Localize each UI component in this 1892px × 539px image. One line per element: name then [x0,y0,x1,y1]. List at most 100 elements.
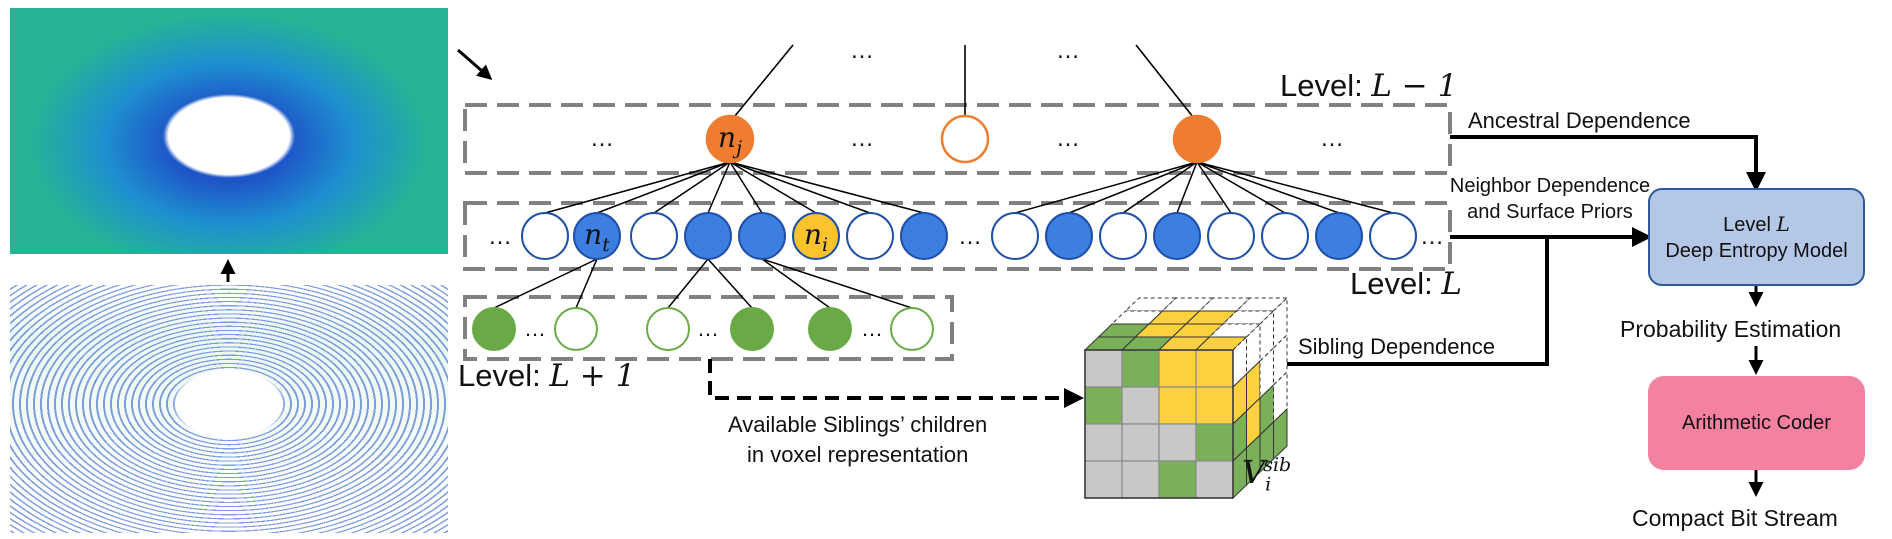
octree-node-occupied [1315,212,1363,260]
branch-line [1135,44,1198,123]
octree-node-empty [1369,212,1417,260]
tree-edge [1176,161,1198,214]
sibling-voxel-cube [1083,296,1289,500]
octree-node-current [792,212,840,260]
ellipsis: … [524,316,546,341]
tree-edge [667,258,709,309]
tree-edge [596,161,731,214]
tree-edge [493,258,598,309]
ellipsis: … [590,125,614,152]
child-node-occupied [472,307,516,351]
ellipsis: … [1320,125,1344,152]
octree-node-empty [1261,212,1309,260]
voxel-cell [1158,349,1197,388]
voxel-cube-outline [1084,349,1234,499]
ellipsis: … [1056,37,1080,64]
tree-edge [1068,161,1198,214]
tree-edge [707,161,731,214]
tree-edge [729,161,817,214]
voxel-cell [1084,423,1123,462]
voxel-cell [1084,460,1123,499]
tree-edge [729,161,763,214]
voxel-cell [1273,370,1288,424]
octree-node-empty [940,114,990,164]
branch-line [729,44,794,123]
octree-node-occupied [573,212,621,260]
voxel-cell [1121,349,1160,388]
ellipsis: … [1056,125,1080,152]
octree-node-empty [521,212,569,260]
octree-node-empty [630,212,678,260]
tree-edge [653,161,731,214]
octree-node-occupied [705,114,755,164]
voxel-cell [1158,423,1197,462]
level-lower-frame [463,295,954,361]
level-upper-label: Level: L − 1 [1280,68,1458,104]
tree-edge [1196,161,1394,214]
voxel-cell [1084,386,1123,425]
tree-edge [761,258,831,309]
tree-edge [1196,161,1286,214]
tree-edge [1196,161,1340,214]
tree-edge [1014,161,1198,214]
tree-edge [544,161,731,214]
ellipsis: … [850,37,874,64]
octree-node-empty [991,212,1039,260]
octree-node-occupied [738,212,786,260]
ellipsis: … [958,223,982,250]
voxel-symbol-label: Visib [1242,453,1292,496]
ellipsis: … [861,316,883,341]
level-current-frame [463,201,1452,271]
octree-node-empty [846,212,894,260]
octree-node-empty [1099,212,1147,260]
voxel-cell [1195,349,1234,388]
available-siblings-arrow [708,359,1084,408]
voxel-cell [1195,460,1234,499]
ancestral-dependence-arrow [1450,135,1766,192]
voxel-cell [1195,423,1234,462]
voxel-cell [1121,423,1160,462]
ellipsis: … [697,316,719,341]
octree-node-occupied [684,212,732,260]
voxel-cell [1121,386,1160,425]
level-upper-frame [463,103,1452,175]
level-lower-label: Level: L + 1 [458,358,636,394]
voxel-cell [1158,460,1197,499]
octree-node-empty [1207,212,1255,260]
octree-node-occupied [1172,114,1222,164]
ellipsis: … [488,223,512,250]
sibling-dependence-label: Sibling Dependence [1298,334,1495,359]
voxelized-scan-image [10,8,448,254]
child-node-empty [554,307,598,351]
ellipsis: … [1420,223,1444,250]
child-node-empty [890,307,934,351]
octree-node-occupied [1153,212,1201,260]
voxel-cell [1273,296,1288,350]
voxel-cell [1158,386,1197,425]
voxel-cell [1121,460,1160,499]
voxel-cell [1195,386,1234,425]
voxel-cell [1259,346,1274,400]
ancestral-dependence-label: Ancestral Dependence [1468,108,1691,133]
voxel-cell [1246,322,1261,376]
ellipsis: … [850,125,874,152]
octree-node-occupied [1045,212,1093,260]
tree-edge [1196,161,1232,214]
level-current-label: Level: L [1350,266,1462,302]
child-node-occupied [808,307,852,351]
tree-edge [729,161,871,214]
node-label-nj: nj [718,121,742,159]
tree-edge [575,258,598,309]
node-label-ni: ni [804,218,828,256]
compact-bit-stream-label: Compact Bit Stream [1632,505,1838,531]
child-node-empty [646,307,690,351]
voxel-cell [1259,309,1274,363]
node-label-nt: nt [584,218,610,256]
voxel-cell [1084,349,1123,388]
tree-edge [729,161,925,214]
deep-entropy-model-box: Level L Deep Entropy Model [1648,188,1865,286]
